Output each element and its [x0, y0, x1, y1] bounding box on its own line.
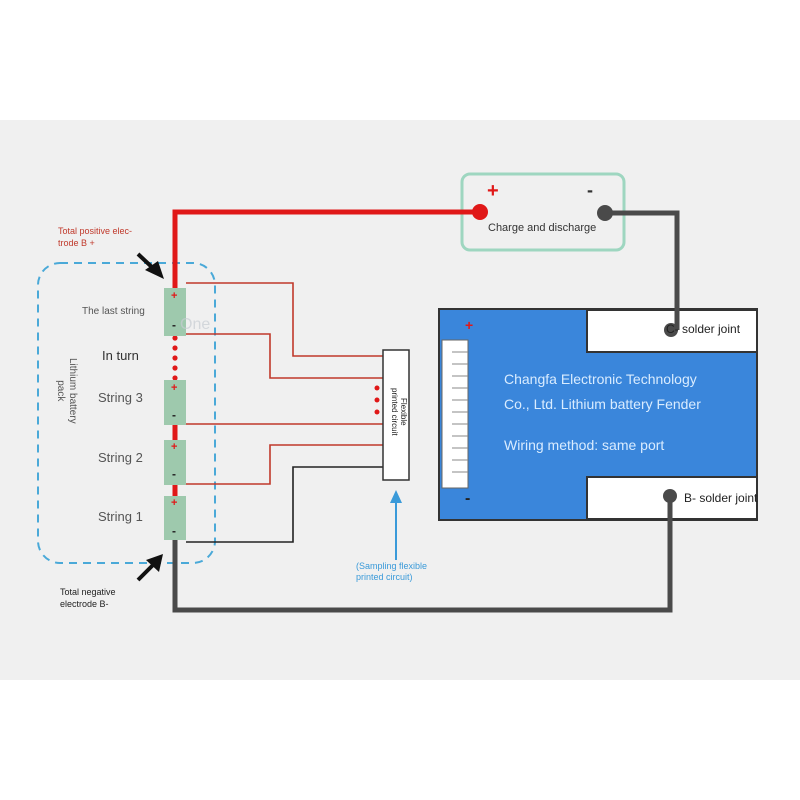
- fpc-box: [382, 349, 410, 481]
- charge-discharge-label: Charge and discharge: [488, 222, 597, 234]
- cell-string-3: [164, 380, 186, 425]
- label-last-string: The last string: [82, 306, 145, 317]
- positive-wire: [172, 209, 480, 296]
- charge-plus-label: +: [487, 180, 499, 202]
- cell-1-plus: +: [171, 497, 178, 509]
- label-string-1: String 1: [98, 509, 143, 524]
- label-string-2: String 2: [98, 450, 143, 465]
- board-company-line1: Changfa Electronic Technology: [504, 371, 697, 387]
- label-in-turn: In turn: [102, 348, 139, 363]
- sampling-arrowhead: [390, 490, 402, 503]
- battery-pack-outline: [37, 262, 216, 564]
- label-string-3: String 3: [98, 390, 143, 405]
- negative-arrowhead: [146, 554, 163, 572]
- cell-1-minus: -: [172, 524, 176, 538]
- sense-wire-2: [186, 333, 383, 379]
- b-minus-terminal: [663, 489, 677, 503]
- fpc-label: Flexible printed circuit: [390, 388, 408, 436]
- fpc-dots: [374, 385, 380, 415]
- board-minus-label: -: [465, 490, 471, 507]
- cell-3-plus: +: [171, 382, 178, 394]
- watermark-text: One: [180, 316, 211, 333]
- cell-last-minus: -: [172, 318, 176, 332]
- total-positive-label: Total positive elec- trode B +: [58, 226, 133, 248]
- battery-pack-label: Lithium battery pack: [55, 358, 78, 424]
- cell-last-plus: +: [171, 290, 178, 302]
- cell-3-minus: -: [172, 408, 176, 422]
- board-company-line2: Co., Ltd. Lithium battery Fender: [504, 396, 701, 412]
- sense-wire-4: [186, 444, 383, 485]
- negative-arrow-shaft: [136, 562, 156, 582]
- cell-dots: [172, 335, 178, 381]
- b-minus-wire: [172, 496, 673, 613]
- sampling-fpc-label: (Sampling flexible printed circuit): [356, 561, 428, 582]
- cell-2-minus: -: [172, 467, 176, 481]
- board-wiring-method: Wiring method: same port: [504, 437, 665, 453]
- cell-string-1: [164, 496, 186, 540]
- cell-last-string: [164, 288, 186, 336]
- board-connector-pins: [452, 351, 468, 473]
- charge-plus-terminal: [472, 204, 488, 220]
- c-minus-terminal: [664, 323, 678, 337]
- charge-minus-label: -: [587, 180, 593, 200]
- c-solder-joint-label: C- solder joint: [666, 322, 741, 336]
- sense-wire-5: [186, 466, 383, 543]
- cell-string-2: [164, 440, 186, 485]
- charge-minus-terminal: [597, 205, 613, 221]
- board-plus-label: +: [465, 317, 474, 333]
- cell-2-plus: +: [171, 441, 178, 453]
- board-connector: [441, 339, 469, 489]
- sense-wire-1: [186, 282, 383, 357]
- c-solder-cutout: [586, 309, 758, 353]
- positive-arrowhead: [145, 261, 164, 279]
- b-solder-joint-label: B- solder joint: [684, 491, 758, 505]
- total-negative-label: Total negative electrode B-: [60, 587, 116, 609]
- c-minus-wire: [605, 210, 680, 330]
